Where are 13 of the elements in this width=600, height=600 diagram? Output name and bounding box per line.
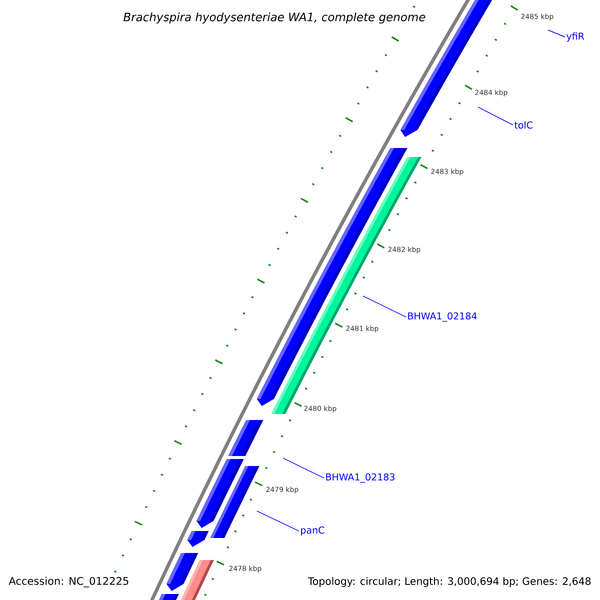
- title: Brachyspira hyodysenteriae WA1, complete genome: [122, 11, 427, 25]
- leader-line: [256, 510, 300, 532]
- gene-label: BHWA1_02183: [326, 473, 394, 483]
- gene-label: tolC: [514, 121, 532, 129]
- leader-line: [282, 458, 324, 478]
- leader-line: [362, 296, 406, 318]
- genome-info-text: Topology: circular; Length: 3,000,694 bp; Genes: 2,648: [308, 577, 591, 587]
- gene-label: yfiR: [566, 32, 584, 42]
- gene-label: BHWA1_02184: [408, 312, 477, 322]
- leader-line: [548, 30, 566, 38]
- gene-label: panC: [301, 526, 324, 536]
- accession-text: Accession: NC_012225: [8, 576, 128, 588]
- leader-line: [478, 106, 514, 126]
